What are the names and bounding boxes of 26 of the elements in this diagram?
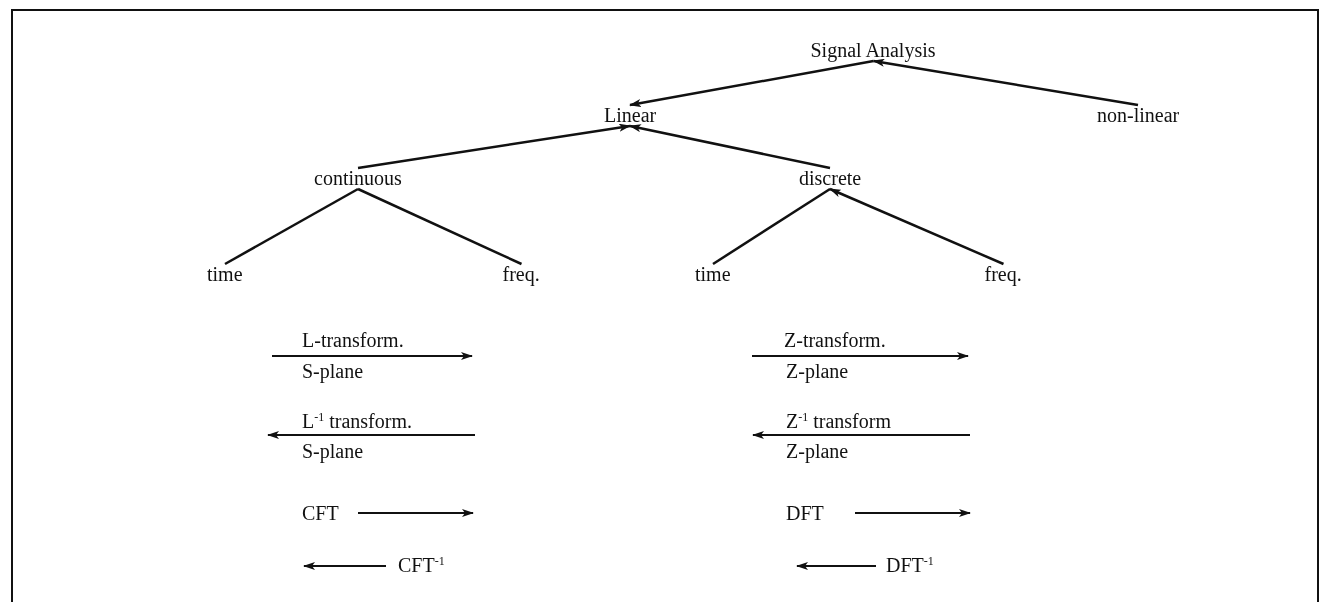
transform-label: DFT	[786, 503, 824, 523]
transform-label: Z$^{-1}$ transform	[786, 411, 891, 431]
transform-label: CFT$^{-1}$	[398, 555, 445, 575]
node-label: discrete	[799, 168, 862, 188]
node-label: Linear	[604, 105, 657, 125]
transform-label: CFT	[302, 503, 339, 523]
transform-label: Z-plane	[786, 361, 849, 381]
arrow	[872, 58, 1139, 107]
transform-label: DFT$^{-1}$	[886, 555, 934, 575]
node-label: freq.	[984, 264, 1022, 284]
transform-label: S-plane	[302, 361, 364, 381]
node-label: time	[695, 264, 731, 284]
arrow	[357, 123, 631, 170]
node-label: time	[207, 264, 243, 284]
transform-label: S-plane	[302, 441, 364, 461]
arrow	[629, 59, 874, 107]
node-label: Signal Analysis	[810, 40, 936, 60]
node-label: freq.	[502, 264, 540, 284]
node-label: non-linear	[1097, 105, 1180, 125]
transform-label: Z-transform.	[784, 330, 886, 350]
transform-label: Z-plane	[786, 441, 849, 461]
transform-label: L-transform.	[302, 330, 404, 350]
arrow	[629, 124, 831, 170]
transform-label: L$^{-1}$ transform.	[302, 411, 412, 431]
arrow	[829, 187, 1004, 266]
node-label: continuous	[314, 168, 402, 188]
